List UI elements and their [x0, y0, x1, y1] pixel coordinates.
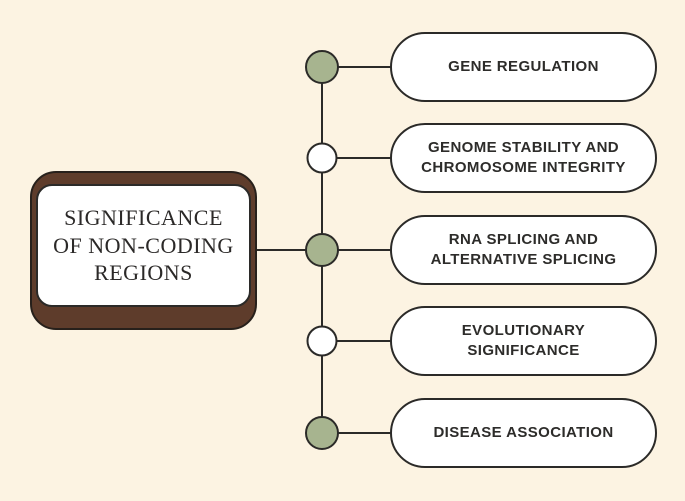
branch-label: GENE REGULATION	[448, 57, 599, 75]
connector-disease-association	[322, 432, 392, 434]
title-line-2: OF NON-CODING	[53, 232, 234, 258]
node-circle-rna-splicing	[305, 233, 339, 267]
node-circle-evolutionary-significance	[306, 325, 338, 357]
title-box-inner: SIGNIFICANCE OF NON-CODING REGIONS	[36, 184, 251, 307]
node-circle-gene-regulation	[305, 50, 339, 84]
title-line-3: REGIONS	[94, 260, 193, 286]
page-title: SIGNIFICANCE OF NON-CODING REGIONS	[53, 204, 234, 287]
branch-evolutionary-significance: EVOLUTIONARY SIGNIFICANCE	[390, 306, 657, 376]
branch-gene-regulation: GENE REGULATION	[390, 32, 657, 102]
branch-genome-stability: GENOME STABILITY AND CHROMOSOME INTEGRIT…	[390, 123, 657, 193]
branch-rna-splicing: RNA SPLICING AND ALTERNATIVE SPLICING	[390, 215, 657, 285]
title-line-1: SIGNIFICANCE	[64, 205, 223, 231]
branch-label: RNA SPLICING AND ALTERNATIVE SPLICING	[430, 230, 617, 268]
connector-gene-regulation	[322, 66, 392, 68]
node-circle-genome-stability	[306, 142, 338, 174]
connector-evolutionary-significance	[322, 340, 392, 342]
node-circle-disease-association	[305, 416, 339, 450]
branch-disease-association: DISEASE ASSOCIATION	[390, 398, 657, 468]
connector-genome-stability	[322, 157, 392, 159]
title-box: SIGNIFICANCE OF NON-CODING REGIONS	[30, 171, 257, 330]
branch-label: EVOLUTIONARY SIGNIFICANCE	[461, 321, 586, 359]
branch-label: DISEASE ASSOCIATION	[433, 423, 614, 441]
branch-label: GENOME STABILITY AND CHROMOSOME INTEGRIT…	[421, 138, 626, 176]
